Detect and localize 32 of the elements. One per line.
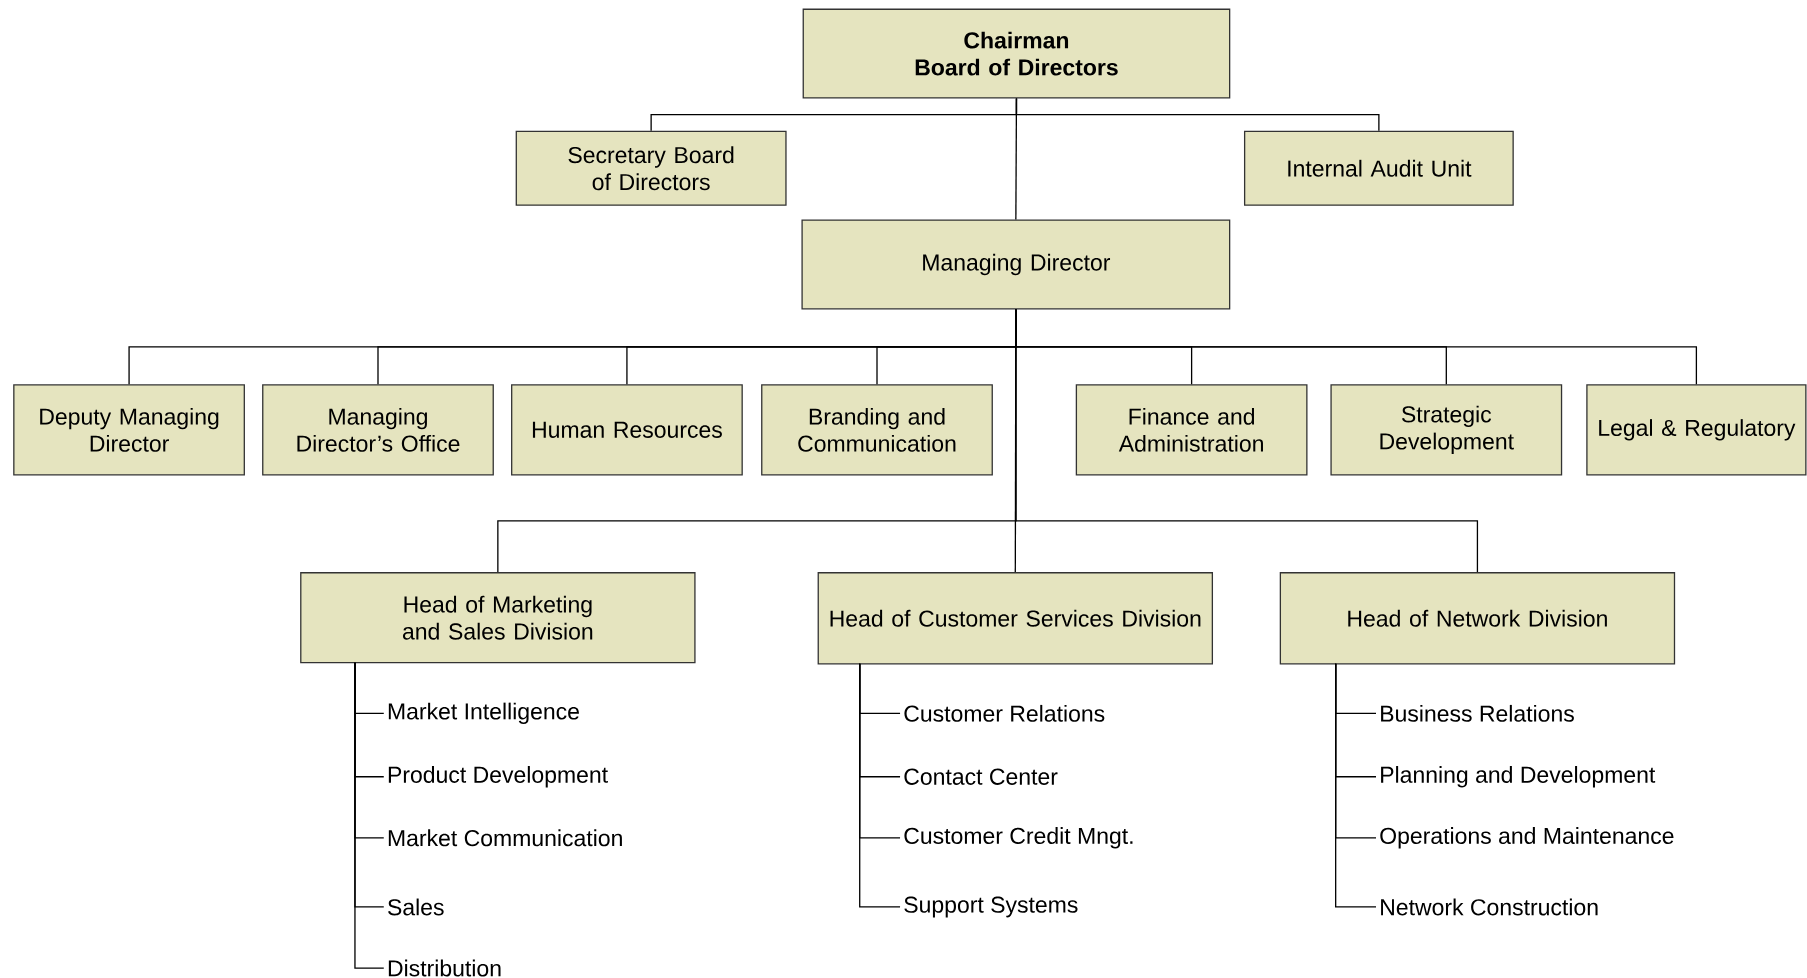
unit-label: Business Relations (1381, 704, 1574, 722)
unit-label: Market Communication (388, 829, 622, 847)
unit-label: Contact Center (904, 768, 1058, 785)
unit-label: Customer Credit Mngt. (904, 827, 1133, 849)
unit-label: Planning and Development (1381, 766, 1656, 788)
org-box: Secretary Board of Directors (515, 130, 787, 206)
org-box: Branding and Communication (761, 384, 993, 476)
unit-label: Operations and Maintenance (1380, 827, 1674, 849)
org-box: Head of Network Division (1279, 572, 1676, 665)
connector-line (1015, 308, 1479, 573)
org-box: Chairman Board of Directors (802, 8, 1231, 99)
unit-label: Product Development (388, 766, 608, 788)
connector-line (354, 662, 385, 969)
org-box: Managing Director (801, 219, 1231, 310)
unit-label: Customer Relations (904, 704, 1105, 722)
unit-label: Distribution (388, 959, 501, 977)
org-box: Head of Marketing and Sales Division (300, 572, 696, 664)
org-box: Finance and Administration (1075, 384, 1308, 476)
unit-label: Sales (388, 898, 444, 916)
connector-line (1015, 97, 1018, 221)
org-box: Strategic Development (1330, 384, 1563, 476)
org-box: Internal Audit Unit (1244, 130, 1514, 206)
unit-label: Network Construction (1381, 898, 1598, 916)
connector-line (1335, 663, 1377, 908)
org-box: Legal & Regulatory (1586, 384, 1807, 476)
unit-label: Support Systems (904, 896, 1078, 918)
org-box: Human Resources (511, 384, 743, 476)
unit-label: Market Intelligence (388, 702, 579, 725)
org-box: Head of Customer Services Division (817, 572, 1213, 665)
org-box: Deputy Managing Director (13, 384, 245, 476)
connector-line (859, 663, 901, 908)
org-box: Managing Director’s Office (262, 384, 494, 476)
